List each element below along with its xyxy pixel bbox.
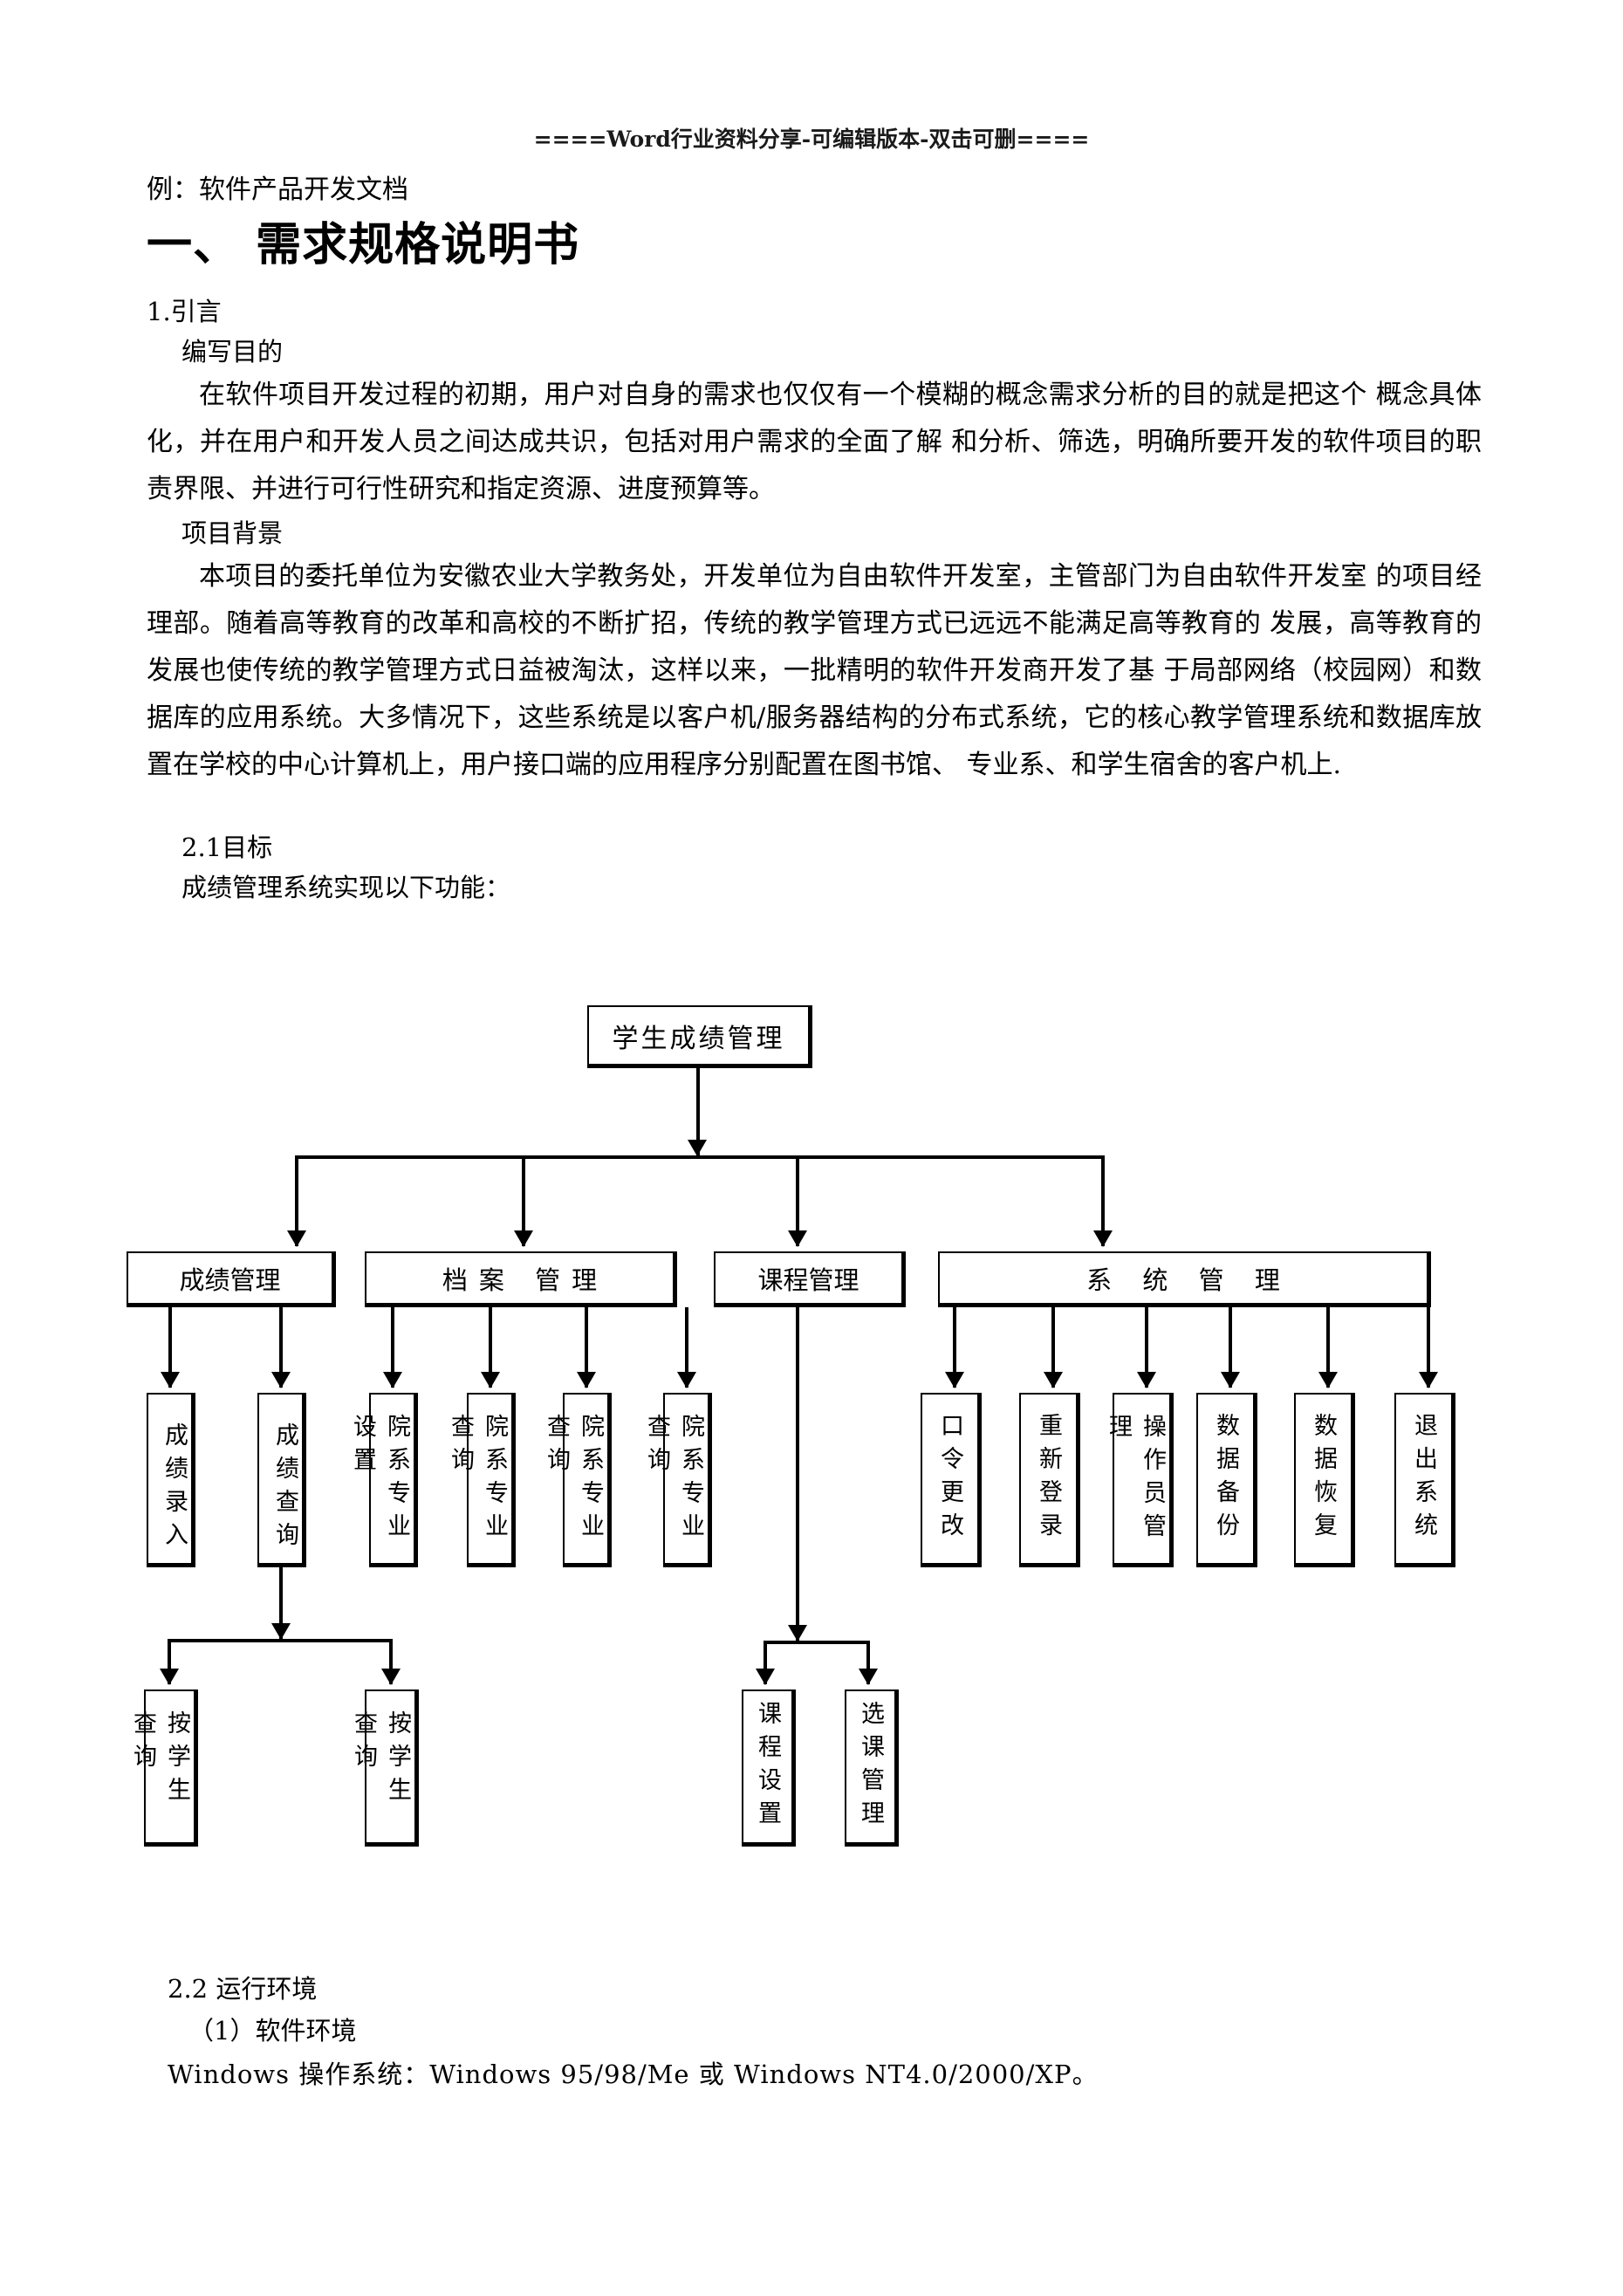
connector-gradequery-bus: [168, 1639, 393, 1642]
diagram-node-password-change: 口令更改: [921, 1393, 982, 1567]
document-footer-text: 2.2 运行环境 （1）软件环境 Windows 操作系统：Windows 95…: [147, 1968, 1482, 2097]
diagram-node-dept-major-query-1: 院系专业查询: [447, 1393, 516, 1567]
diagram-node-operator-management: 操作员管理: [1105, 1393, 1174, 1567]
diagram-node-data-backup: 数据备份: [1196, 1393, 1257, 1567]
connector-course-drop-1: [764, 1641, 767, 1684]
diagram-node-grade-management: 成绩管理: [127, 1251, 336, 1307]
arrow-to-system-management: [1093, 1230, 1113, 1247]
connector-bystudent-drop-1: [168, 1639, 171, 1684]
arrow-to-course-selection: [859, 1669, 878, 1685]
arrow-to-grade-query: [271, 1372, 291, 1388]
arrow-to-data-restore: [1318, 1372, 1338, 1388]
connector-course-bus: [764, 1641, 870, 1644]
page-title: 一、 需求规格说明书: [147, 218, 580, 271]
arrow-to-operator-management: [1137, 1372, 1156, 1388]
connector-system-child-1: [953, 1307, 956, 1388]
diagram-node-course-management: 课程管理: [714, 1251, 906, 1307]
connector-grade-child-2: [279, 1307, 283, 1388]
arrow-to-archive-management: [514, 1230, 533, 1247]
connector-bystudent-drop-2: [389, 1639, 393, 1684]
arrow-to-grade-entry: [161, 1372, 180, 1388]
paragraph-purpose: 在软件项目开发过程的初期，用户对自身的需求也仅仅有一个模糊的概念需求分析的目的就…: [147, 380, 1482, 504]
diagram-node-grade-query: 成绩查询: [257, 1393, 306, 1567]
arrow-course-to-bus: [788, 1625, 807, 1641]
paragraph-os-requirements: Windows 操作系统：Windows 95/98/Me 或 Windows …: [168, 2060, 1099, 2089]
arrow-root-to-bus: [688, 1140, 707, 1156]
diagram-node-dept-major-setup: 院系专业设置: [349, 1393, 418, 1567]
diagram-node-root: 学生成绩管理: [587, 1005, 812, 1068]
arrow-to-dept-major-query-3: [677, 1372, 696, 1388]
arrow-to-dept-major-query-1: [481, 1372, 500, 1388]
system-function-tree-diagram: 学生成绩管理 成绩管理 档案 管理 课程管理 系 统 管 理 成绩录入 成绩查询: [0, 942, 1623, 2025]
diagram-node-grade-entry: 成绩录入: [147, 1393, 195, 1567]
connector-course-drop-2: [866, 1641, 870, 1684]
connector-drop-system: [1101, 1155, 1105, 1246]
arrow-to-exit-system: [1419, 1372, 1438, 1388]
arrow-to-course-management: [788, 1230, 807, 1247]
section-heading-goal: 2.1目标: [181, 833, 273, 862]
connector-drop-grade: [295, 1155, 298, 1246]
document-banner-header: ====Word行业资料分享-可编辑版本-双击可删====: [533, 127, 1090, 152]
connector-system-child-5: [1326, 1307, 1330, 1388]
connector-system-child-2: [1051, 1307, 1055, 1388]
connector-course-stem: [796, 1307, 799, 1641]
arrow-to-grade-management: [287, 1230, 306, 1247]
diagram-node-data-restore: 数据恢复: [1294, 1393, 1355, 1567]
paragraph-background: 本项目的委托单位为安徽农业大学教务处，开发单位为自由软件开发室，主管部门为自由软…: [147, 561, 1482, 780]
diagram-node-course-selection: 选课管理: [845, 1689, 899, 1847]
connector-archive-child-1: [391, 1307, 394, 1388]
section-heading-environment: 2.2 运行环境: [168, 1974, 318, 2004]
diagram-node-course-setup: 课程设置: [742, 1689, 796, 1847]
spacer: [147, 789, 1482, 827]
arrow-to-data-backup: [1221, 1372, 1240, 1388]
diagram-node-by-student-query-2: 按学生查询: [350, 1689, 419, 1847]
subsection-heading-software-env: （1）软件环境: [188, 2016, 357, 2046]
connector-gradequery-stem: [279, 1567, 283, 1639]
arrow-to-by-student-query-1: [160, 1669, 179, 1685]
diagram-node-archive-management: 档案 管理: [365, 1251, 677, 1307]
document-body-text: 例：软件产品开发文档 一、 需求规格说明书 1.引言 编写目的 在软件项目开发过…: [147, 171, 1482, 908]
connector-archive-child-3: [585, 1307, 588, 1388]
arrow-to-relogin: [1044, 1372, 1063, 1388]
arrow-to-dept-major-setup: [383, 1372, 402, 1388]
paragraph-goal: 成绩管理系统实现以下功能：: [181, 873, 511, 902]
subsection-heading-purpose: 编写目的: [181, 337, 284, 367]
diagram-node-relogin: 重新登录: [1019, 1393, 1080, 1567]
connector-system-child-6: [1427, 1307, 1430, 1388]
connector-archive-child-2: [489, 1307, 492, 1388]
connector-drop-course: [796, 1155, 799, 1246]
diagram-node-dept-major-query-2: 院系专业查询: [543, 1393, 612, 1567]
diagram-node-exit-system: 退出系统: [1394, 1393, 1455, 1567]
arrow-to-course-setup: [756, 1669, 775, 1685]
arrow-gradequery-to-bus: [271, 1623, 291, 1640]
connector-system-child-3: [1145, 1307, 1148, 1388]
example-label: 例：软件产品开发文档: [147, 175, 408, 205]
arrow-to-by-student-query-2: [381, 1669, 401, 1685]
connector-grade-child-1: [168, 1307, 172, 1388]
connector-drop-archive: [522, 1155, 525, 1246]
subsection-heading-background: 项目背景: [181, 518, 284, 548]
arrow-to-password-change: [945, 1372, 964, 1388]
diagram-node-dept-major-query-3: 院系专业查询: [643, 1393, 712, 1567]
diagram-node-by-student-query-1: 按学生查询: [129, 1689, 198, 1847]
connector-archive-child-4: [685, 1307, 688, 1388]
diagram-node-system-management: 系 统 管 理: [938, 1251, 1431, 1307]
arrow-to-dept-major-query-2: [577, 1372, 596, 1388]
connector-main-bus: [295, 1155, 1105, 1159]
connector-system-child-4: [1229, 1307, 1232, 1388]
connector-root-stem: [696, 1068, 700, 1155]
section-heading-intro: 1.引言: [147, 297, 222, 326]
